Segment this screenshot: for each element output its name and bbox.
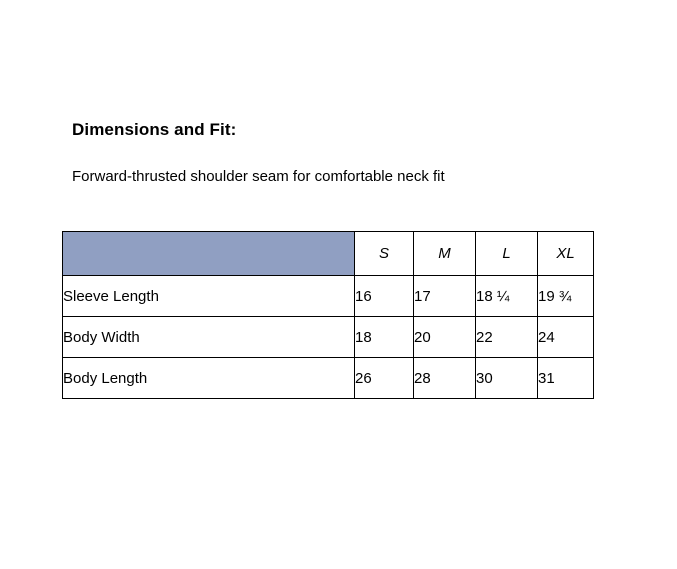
cell-body-length-xl: 31 bbox=[537, 357, 594, 399]
row-label-body-length: Body Length bbox=[62, 357, 355, 399]
column-header-xl: XL bbox=[537, 231, 594, 276]
table-row: Sleeve Length 16 17 18 ¼ 19 ¾ bbox=[62, 275, 594, 317]
row-label-body-width: Body Width bbox=[62, 316, 355, 358]
cell-body-length-m: 28 bbox=[413, 357, 476, 399]
column-header-l: L bbox=[475, 231, 538, 276]
cell-sleeve-length-m: 17 bbox=[413, 275, 476, 317]
cell-body-length-l: 30 bbox=[475, 357, 538, 399]
table-row: Body Length 26 28 30 31 bbox=[62, 357, 594, 399]
table-corner-cell bbox=[62, 231, 355, 276]
cell-body-width-m: 20 bbox=[413, 316, 476, 358]
column-header-s: S bbox=[354, 231, 414, 276]
row-label-sleeve-length: Sleeve Length bbox=[62, 275, 355, 317]
cell-sleeve-length-s: 16 bbox=[354, 275, 414, 317]
cell-body-width-l: 22 bbox=[475, 316, 538, 358]
cell-body-width-s: 18 bbox=[354, 316, 414, 358]
page-title: Dimensions and Fit: bbox=[72, 120, 237, 139]
column-header-m: M bbox=[413, 231, 476, 276]
cell-body-width-xl: 24 bbox=[537, 316, 594, 358]
size-chart-table: S M L XL Sleeve Length 16 17 18 ¼ 19 ¾ B… bbox=[62, 231, 594, 399]
cell-sleeve-length-l: 18 ¼ bbox=[475, 275, 538, 317]
cell-sleeve-length-xl: 19 ¾ bbox=[537, 275, 594, 317]
fit-description: Forward-thrusted shoulder seam for comfo… bbox=[72, 168, 445, 185]
table-row: Body Width 18 20 22 24 bbox=[62, 316, 594, 358]
cell-body-length-s: 26 bbox=[354, 357, 414, 399]
table-header-row: S M L XL bbox=[62, 231, 594, 276]
